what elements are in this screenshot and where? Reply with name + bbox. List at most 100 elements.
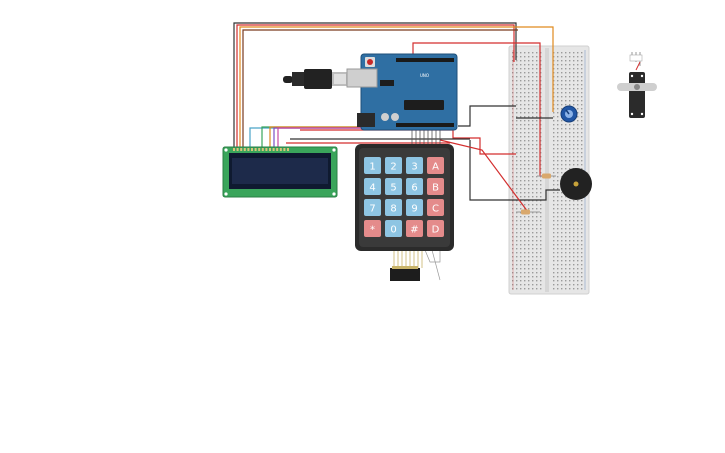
breadboard-hole[interactable] [532,196,534,198]
breadboard-hole[interactable] [565,272,567,274]
breadboard-hole[interactable] [557,212,559,214]
breadboard-hole[interactable] [540,256,542,258]
breadboard-hole[interactable] [524,84,526,86]
breadboard-hole[interactable] [573,160,575,162]
breadboard-hole[interactable] [553,52,555,54]
breadboard-hole[interactable] [536,244,538,246]
breadboard-hole[interactable] [516,276,518,278]
resistor-2[interactable] [516,209,540,215]
breadboard-hole[interactable] [581,112,583,114]
breadboard-hole[interactable] [536,196,538,198]
breadboard-hole[interactable] [520,204,522,206]
breadboard-hole[interactable] [573,76,575,78]
breadboard-hole[interactable] [581,280,583,282]
breadboard-hole[interactable] [573,208,575,210]
breadboard-hole[interactable] [532,96,534,98]
breadboard-hole[interactable] [516,144,518,146]
breadboard-hole[interactable] [516,76,518,78]
breadboard-hole[interactable] [577,224,579,226]
breadboard-hole[interactable] [561,128,563,130]
breadboard-hole[interactable] [553,232,555,234]
breadboard-hole[interactable] [516,288,518,290]
breadboard-hole[interactable] [532,264,534,266]
breadboard-hole[interactable] [569,124,571,126]
breadboard-hole[interactable] [536,60,538,62]
breadboard-hole[interactable] [573,228,575,230]
breadboard-hole[interactable] [573,104,575,106]
breadboard-hole[interactable] [536,96,538,98]
breadboard-hole[interactable] [524,112,526,114]
breadboard-hole[interactable] [532,200,534,202]
breadboard-hole[interactable] [528,256,530,258]
breadboard-hole[interactable] [520,256,522,258]
breadboard-hole[interactable] [557,228,559,230]
breadboard-hole[interactable] [557,96,559,98]
breadboard-hole[interactable] [577,276,579,278]
breadboard-hole[interactable] [561,248,563,250]
breadboard-hole[interactable] [577,264,579,266]
breadboard-hole[interactable] [540,64,542,66]
breadboard-hole[interactable] [540,188,542,190]
breadboard-hole[interactable] [581,284,583,286]
breadboard-hole[interactable] [561,120,563,122]
breadboard-hole[interactable] [520,152,522,154]
breadboard-hole[interactable] [573,232,575,234]
breadboard-hole[interactable] [553,284,555,286]
breadboard-hole[interactable] [577,232,579,234]
breadboard-hole[interactable] [524,156,526,158]
breadboard-hole[interactable] [557,100,559,102]
breadboard-hole[interactable] [561,76,563,78]
breadboard-hole[interactable] [520,52,522,54]
breadboard-hole[interactable] [557,132,559,134]
breadboard-hole[interactable] [528,120,530,122]
breadboard-hole[interactable] [573,236,575,238]
breadboard-hole[interactable] [573,252,575,254]
breadboard-hole[interactable] [561,64,563,66]
breadboard-hole[interactable] [520,224,522,226]
breadboard-hole[interactable] [528,52,530,54]
breadboard-hole[interactable] [520,108,522,110]
breadboard-hole[interactable] [516,220,518,222]
breadboard-hole[interactable] [528,84,530,86]
breadboard-hole[interactable] [524,172,526,174]
breadboard-hole[interactable] [569,256,571,258]
breadboard-hole[interactable] [540,180,542,182]
breadboard-hole[interactable] [553,216,555,218]
breadboard-hole[interactable] [540,224,542,226]
breadboard-hole[interactable] [516,104,518,106]
breadboard-hole[interactable] [561,216,563,218]
breadboard-hole[interactable] [553,252,555,254]
breadboard-hole[interactable] [524,68,526,70]
breadboard-hole[interactable] [557,64,559,66]
breadboard-hole[interactable] [581,128,583,130]
breadboard-hole[interactable] [561,136,563,138]
breadboard-hole[interactable] [524,264,526,266]
breadboard-hole[interactable] [557,112,559,114]
breadboard-hole[interactable] [528,268,530,270]
breadboard-hole[interactable] [528,236,530,238]
breadboard-hole[interactable] [532,84,534,86]
breadboard-hole[interactable] [577,64,579,66]
breadboard-hole[interactable] [561,268,563,270]
breadboard-hole[interactable] [569,152,571,154]
breadboard-hole[interactable] [557,260,559,262]
breadboard-hole[interactable] [557,276,559,278]
breadboard-hole[interactable] [540,100,542,102]
breadboard-hole[interactable] [573,100,575,102]
breadboard-hole[interactable] [536,80,538,82]
breadboard-hole[interactable] [561,148,563,150]
breadboard-hole[interactable] [557,92,559,94]
breadboard-hole[interactable] [565,240,567,242]
breadboard-hole[interactable] [553,172,555,174]
breadboard-hole[interactable] [577,88,579,90]
breadboard-hole[interactable] [569,80,571,82]
breadboard-hole[interactable] [524,176,526,178]
breadboard-hole[interactable] [561,56,563,58]
breadboard-hole[interactable] [520,208,522,210]
breadboard-hole[interactable] [569,136,571,138]
breadboard-hole[interactable] [536,116,538,118]
breadboard-hole[interactable] [536,272,538,274]
breadboard-hole[interactable] [565,196,567,198]
breadboard-hole[interactable] [573,212,575,214]
breadboard-hole[interactable] [528,60,530,62]
